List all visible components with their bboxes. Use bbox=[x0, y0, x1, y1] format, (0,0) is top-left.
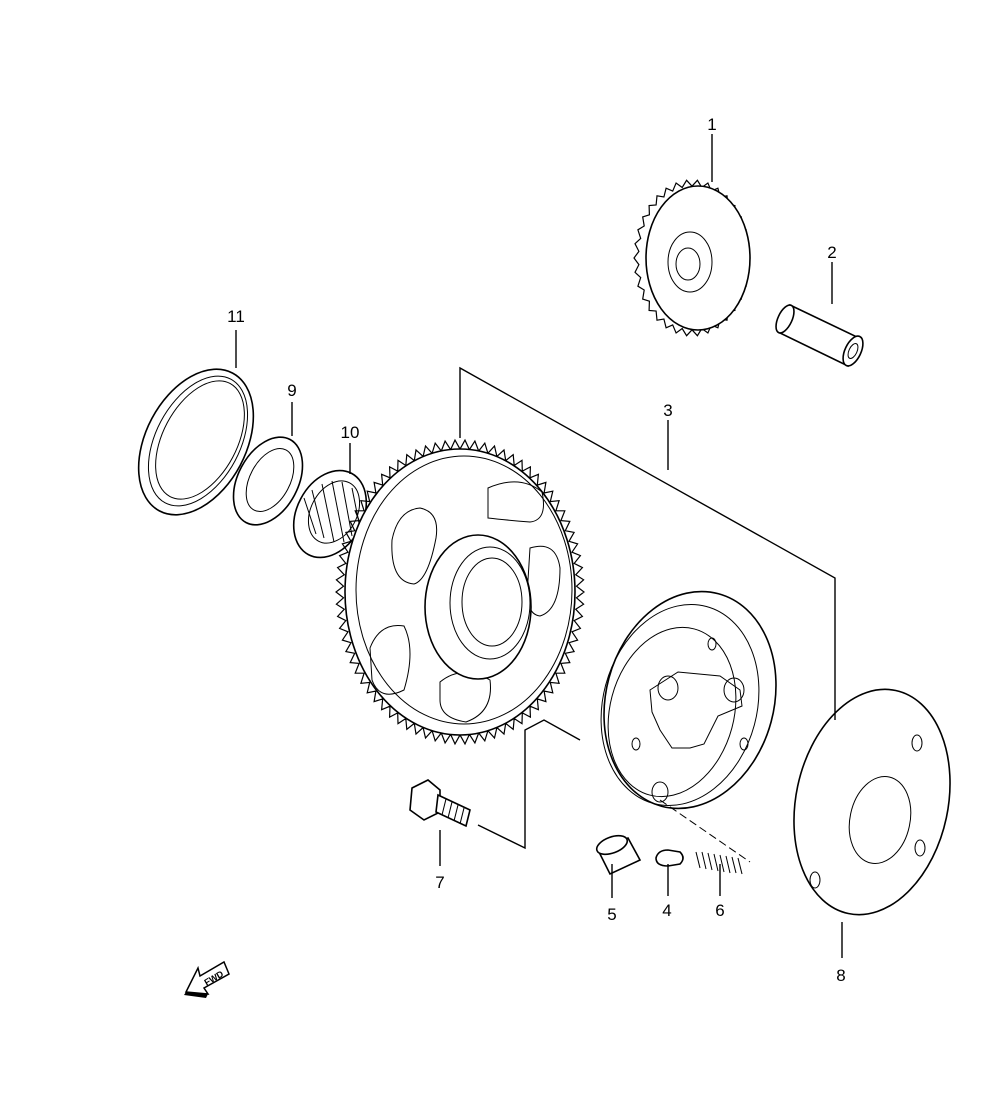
part-1-idle-gear bbox=[633, 179, 751, 337]
part-2-shaft bbox=[775, 303, 864, 368]
part-7-bolt bbox=[409, 779, 471, 828]
callout-4: 4 bbox=[662, 901, 671, 920]
callout-11: 11 bbox=[227, 307, 245, 326]
callout-7: 7 bbox=[435, 873, 444, 892]
assembly-bracket-3 bbox=[459, 366, 836, 720]
part-9-thrust-washer bbox=[232, 436, 304, 526]
callout-2: 2 bbox=[827, 243, 836, 262]
callout-6: 6 bbox=[715, 901, 724, 920]
part-6-spring bbox=[695, 851, 743, 875]
part-4-plunger bbox=[655, 849, 684, 867]
callout-8: 8 bbox=[836, 966, 845, 985]
callout-5: 5 bbox=[607, 905, 616, 924]
part-11-seal-ring bbox=[137, 368, 255, 516]
fwd-arrow-icon: FWD bbox=[184, 960, 230, 998]
part-3-starter-driven-gear bbox=[335, 438, 585, 746]
leader-bracket-7 bbox=[477, 719, 581, 850]
bigGearTeeth-outline bbox=[335, 438, 585, 746]
callout-10: 10 bbox=[341, 423, 360, 442]
assembly-line-4-6 bbox=[659, 799, 751, 863]
callout-9: 9 bbox=[287, 381, 296, 400]
part-3-one-way-clutch bbox=[600, 590, 777, 810]
callout-1: 1 bbox=[707, 115, 716, 134]
part-8-plate bbox=[793, 688, 951, 916]
callout-3: 3 bbox=[663, 401, 672, 420]
leader-lines bbox=[235, 134, 843, 958]
part-5-roller bbox=[595, 834, 642, 876]
